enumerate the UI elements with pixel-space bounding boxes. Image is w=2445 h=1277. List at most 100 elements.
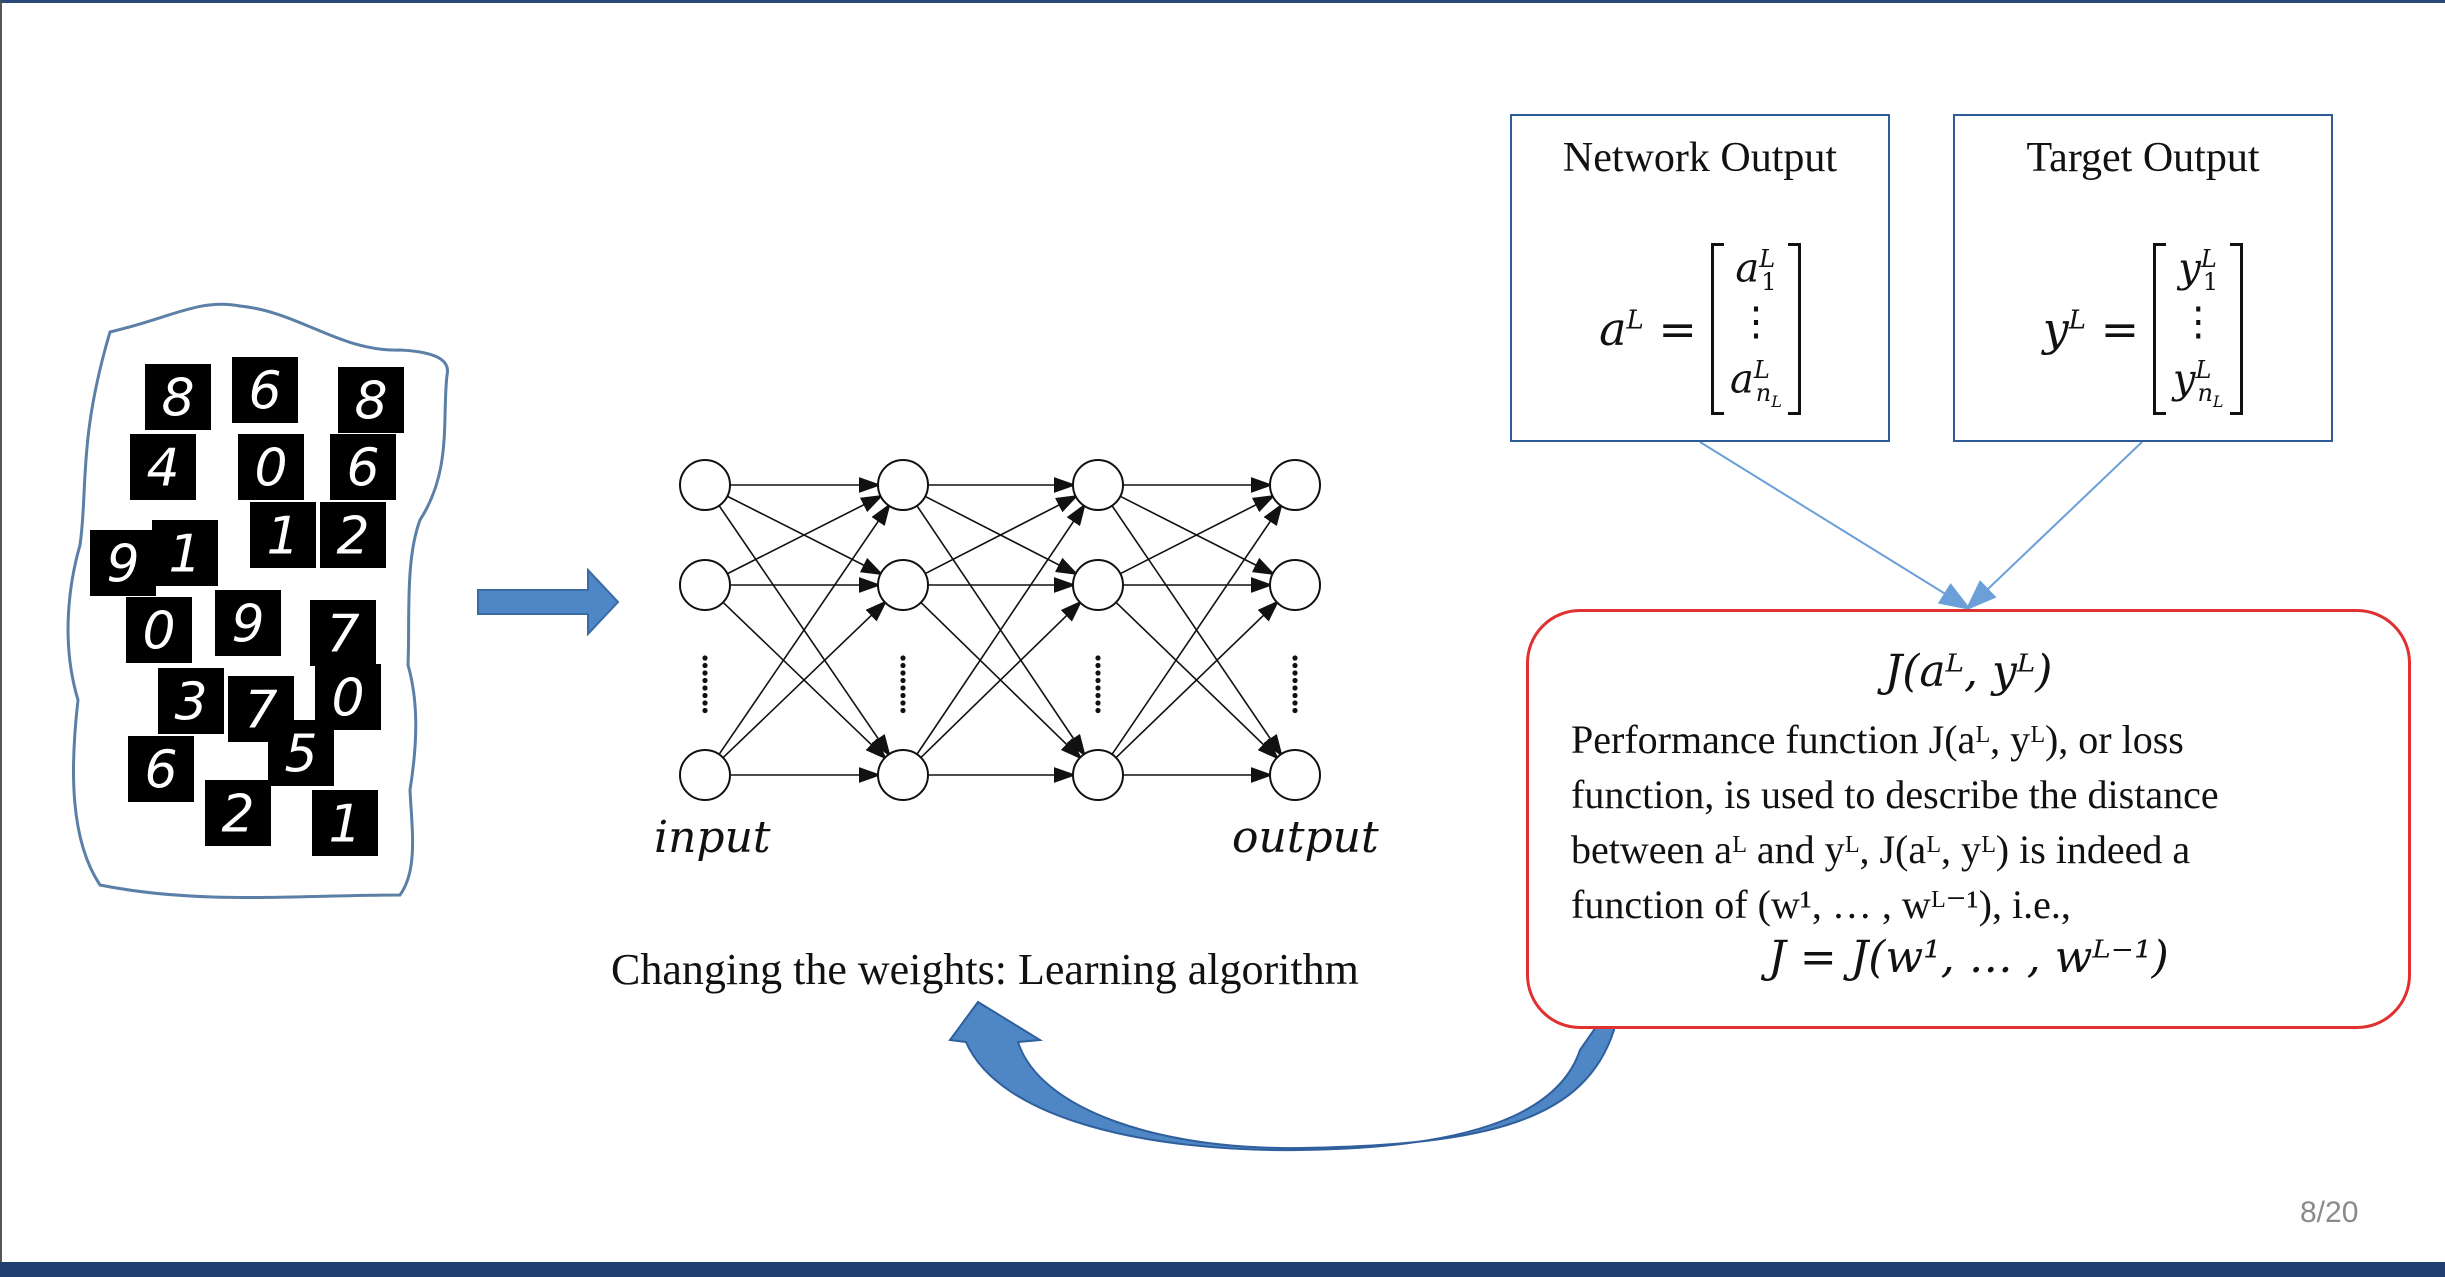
- loss-equation: J = J(w¹, … , wᴸ⁻¹): [1768, 932, 2169, 983]
- nn-node: [679, 749, 731, 801]
- mnist-digit-label: 9: [106, 534, 139, 594]
- nn-ellipsis-dot: [1292, 677, 1298, 684]
- target-output-title: Target Output: [2026, 135, 2260, 181]
- input-label: input: [654, 812, 771, 863]
- mnist-digit-label: 1: [168, 524, 201, 584]
- mnist-digit-tile: [330, 434, 396, 500]
- target-output-vector: yL = yL1 ⋮ yLnL: [1955, 214, 2331, 444]
- nn-ellipsis-dot: [900, 685, 906, 691]
- target-output-matrix: yL1 ⋮ yLnL: [2153, 243, 2244, 415]
- mnist-digit-label: 8: [161, 368, 194, 428]
- mnist-digit-label: 4: [146, 438, 179, 498]
- mnist-digit-tile: [158, 668, 224, 734]
- nn-ellipsis-dot: [1095, 655, 1101, 661]
- nn-node: [1269, 559, 1321, 611]
- nn-ellipsis-dot: [900, 655, 906, 661]
- loss-description-line: between aᴸ and yᴸ, J(aᴸ, yᴸ) is indeed a: [1571, 827, 2191, 872]
- mnist-digit-tile: [90, 530, 156, 596]
- mnist-digit-label: 3: [174, 672, 207, 732]
- nn-connection: [916, 503, 1086, 755]
- target-output-dots: ⋮: [2178, 299, 2219, 345]
- mnist-digit-label: 0: [331, 668, 364, 728]
- loss-description-line: Performance function J(aᴸ, yᴸ), or loss: [1571, 717, 2184, 762]
- mnist-digit-tile: [128, 736, 194, 802]
- network-output-vector: aL = aL1 ⋮ aLnL: [1512, 214, 1888, 444]
- mnist-digit-label: 9: [231, 594, 264, 654]
- mnist-digit-tile: [145, 364, 211, 430]
- nn-connection: [924, 494, 1079, 575]
- nn-ellipsis-dot: [900, 700, 906, 706]
- nn-node: [877, 749, 929, 801]
- nn-ellipsis-dot: [1292, 670, 1298, 676]
- nn-ellipsis-dot: [702, 662, 708, 669]
- network-output-matrix: aL1 ⋮ aLnL: [1710, 243, 1801, 415]
- nn-node: [877, 559, 929, 611]
- nn-ellipsis-dot: [1292, 662, 1298, 669]
- mnist-digit-label: 5: [284, 724, 317, 784]
- nn-ellipsis-dot: [702, 677, 708, 684]
- network-output-connector: [1699, 441, 1972, 611]
- network-output-last-entry: aLnL: [1729, 355, 1782, 411]
- target-output-box: Target Output yL = yL1 ⋮ yLnL: [1953, 114, 2333, 442]
- page-number: 8/20: [2300, 1196, 2359, 1229]
- target-output-first-entry: yL1: [2178, 245, 2219, 297]
- nn-ellipsis-dot: [900, 707, 906, 714]
- mnist-digit-tile: [315, 664, 381, 730]
- mnist-digit-tile: [205, 780, 271, 846]
- nn-ellipsis-dot: [1292, 700, 1298, 706]
- nn-node: [1072, 559, 1124, 611]
- mnist-digit-tile: [250, 502, 316, 568]
- network-output-lhs: aL =: [1599, 302, 1697, 356]
- nn-node: [679, 559, 731, 611]
- nn-node: [1072, 749, 1124, 801]
- mnist-digit-label: 0: [142, 601, 175, 661]
- nn-connection: [726, 494, 884, 575]
- loss-function-description: Performance function J(aᴸ, yᴸ), or loss …: [1571, 712, 2366, 932]
- target-output-last-entry: yLnL: [2172, 355, 2224, 411]
- nn-connection: [920, 600, 1083, 759]
- mnist-digit-tile: [238, 434, 304, 500]
- mnist-digit-label: 0: [254, 438, 287, 498]
- loss-description-line: function of (w¹, … , wᴸ⁻¹), i.e.,: [1571, 882, 2071, 927]
- mnist-digit-tile: [268, 720, 334, 786]
- nn-ellipsis-dot: [1095, 707, 1101, 714]
- nn-ellipsis-dot: [900, 677, 906, 684]
- output-label: output: [1232, 812, 1379, 863]
- nn-connection: [1119, 494, 1276, 575]
- nn-ellipsis-dot: [702, 655, 708, 661]
- nn-ellipsis-dot: [1292, 692, 1298, 699]
- mnist-digit-tile: [338, 367, 404, 433]
- nn-ellipsis-dot: [900, 692, 906, 699]
- mnist-digit-tile: [320, 502, 386, 568]
- feedback-arrow-icon: [948, 1000, 1616, 1152]
- nn-ellipsis-dot: [1095, 700, 1101, 706]
- nn-ellipsis-dot: [702, 685, 708, 691]
- nn-node: [679, 459, 731, 511]
- loss-function-box: J(aᴸ, yᴸ) Performance function J(aᴸ, yᴸ)…: [1526, 609, 2411, 1029]
- mnist-digit-tile: [130, 434, 196, 500]
- nn-ellipsis-dot: [1095, 670, 1101, 676]
- nn-ellipsis-dot: [1292, 685, 1298, 691]
- mnist-digit-label: 2: [221, 784, 254, 844]
- nn-ellipsis-dot: [900, 662, 906, 669]
- nn-ellipsis-dot: [702, 707, 708, 714]
- nn-ellipsis-dot: [900, 670, 906, 676]
- nn-ellipsis-dot: [1095, 662, 1101, 669]
- mnist-digit-label: 2: [336, 506, 369, 566]
- nn-ellipsis-dot: [1292, 655, 1298, 661]
- nn-node: [877, 459, 929, 511]
- loss-description-line: function, is used to describe the distan…: [1571, 772, 2219, 817]
- mnist-digit-label: 6: [144, 740, 177, 800]
- nn-connection: [1115, 600, 1280, 759]
- learning-caption: Changing the weights: Learning algorithm: [611, 945, 1359, 994]
- nn-node: [1072, 459, 1124, 511]
- mnist-digit-tile: [310, 600, 376, 666]
- target-output-lhs: yL =: [2042, 302, 2140, 356]
- mnist-digit-label: 6: [346, 438, 379, 498]
- nn-connection: [1111, 503, 1283, 755]
- nn-node: [1269, 749, 1321, 801]
- network-output-dots: ⋮: [1735, 299, 1776, 345]
- mnist-digit-label: 7: [326, 604, 359, 664]
